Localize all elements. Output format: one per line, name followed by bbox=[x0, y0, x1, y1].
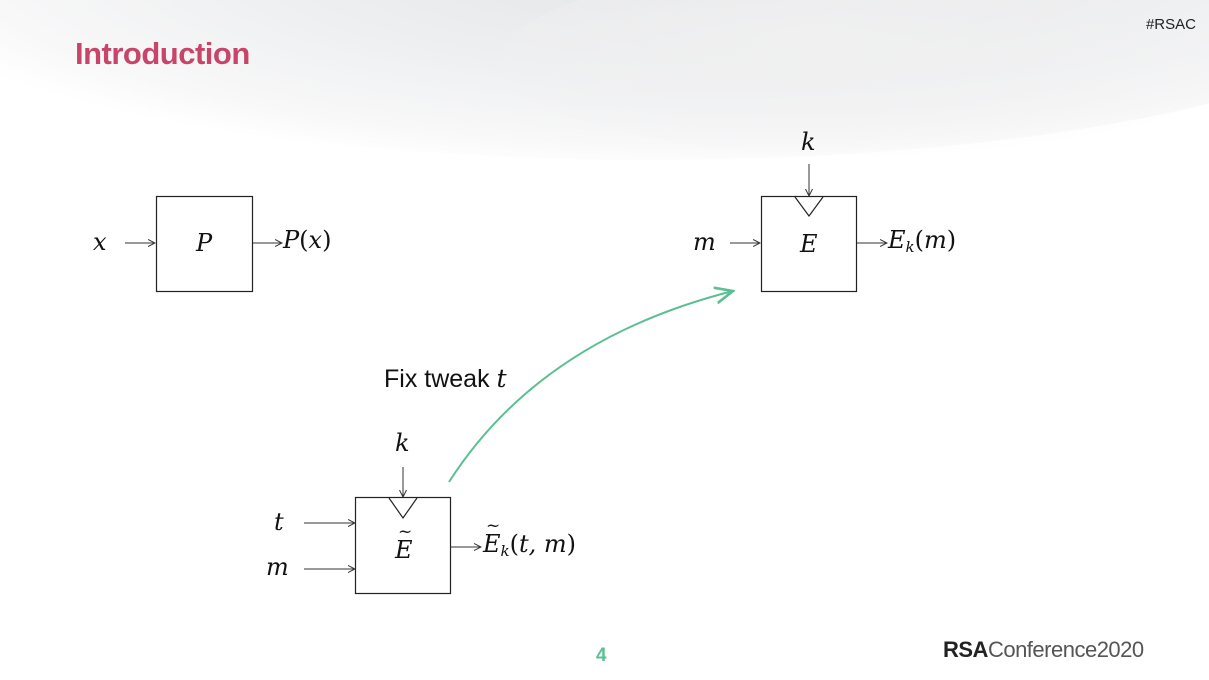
fix-tweak-arrow bbox=[448, 291, 733, 483]
block-cipher-block bbox=[730, 164, 887, 293]
tweakable-cipher-tweak-label: t bbox=[274, 508, 284, 536]
tweakable-cipher-input-label: m bbox=[266, 553, 289, 581]
block-cipher-input-label: m bbox=[693, 228, 716, 256]
slide-title: Introduction bbox=[75, 36, 250, 71]
rsac-conference-logo: RSAConference2020 bbox=[943, 637, 1144, 662]
block-cipher-key-label: k bbox=[801, 128, 816, 156]
permutation-box-label: P bbox=[196, 229, 213, 257]
block-cipher-box-label: E bbox=[800, 230, 818, 258]
tweakable-cipher-output-label: Ek(t, m) bbox=[483, 516, 576, 560]
hashtag-label: #RSAC bbox=[1145, 16, 1196, 33]
tweakable-cipher-key-label: k bbox=[395, 429, 410, 457]
tweakable-cipher-block bbox=[304, 467, 481, 595]
fix-tweak-label: Fix tweak t bbox=[384, 364, 507, 393]
permutation-input-label: x bbox=[93, 228, 107, 256]
permutation-output-label: P(x) bbox=[283, 226, 332, 254]
tweakable-cipher-box-label: E bbox=[395, 522, 413, 564]
permutation-block bbox=[125, 195, 282, 293]
block-cipher-output-label: Ek(m) bbox=[888, 226, 957, 256]
page-number: 4 bbox=[596, 645, 607, 666]
